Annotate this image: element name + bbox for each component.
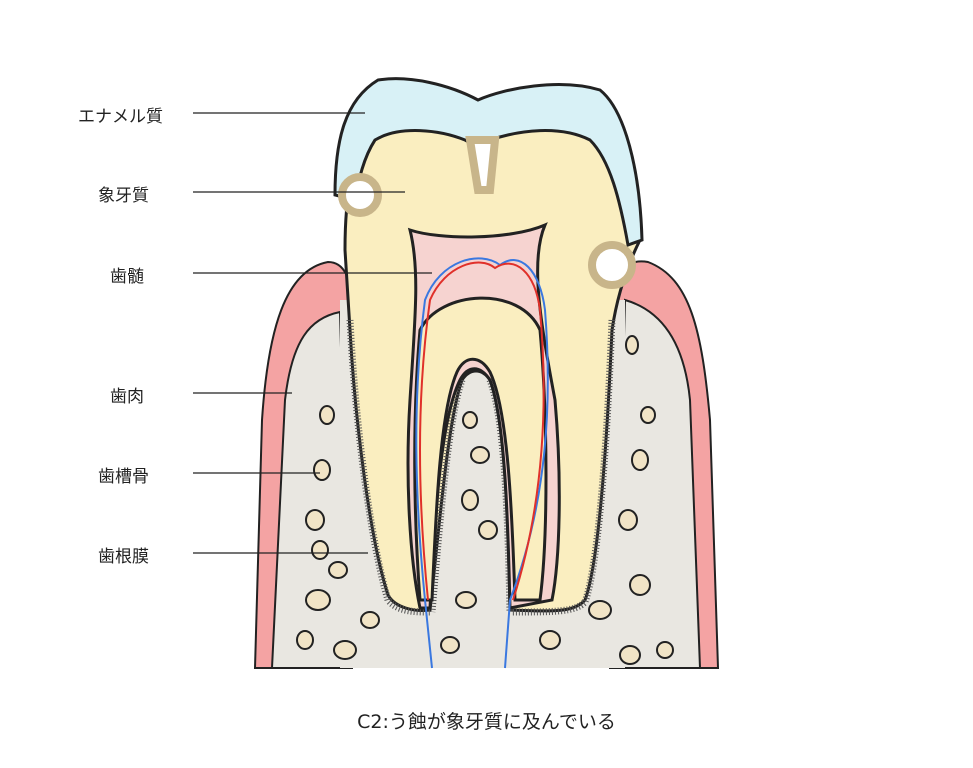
caption: C2:う蝕が象牙質に及んでいる [357, 711, 616, 733]
label-gingiva: 歯肉 [110, 387, 144, 407]
bone-left [270, 310, 352, 669]
periodontal-ligament [346, 319, 616, 616]
dentin-inner [413, 296, 548, 602]
label-alveolar-bone: 歯槽骨 [98, 467, 149, 487]
caries-left [338, 173, 382, 217]
label-dentin: 象牙質 [98, 186, 149, 206]
label-periodontal-ligament: 歯根膜 [98, 547, 149, 567]
caries-fissure [465, 136, 500, 194]
enamel [333, 77, 644, 248]
bone-trabeculae [296, 335, 674, 665]
label-pulp: 歯髄 [110, 267, 144, 287]
leader-lines [193, 112, 432, 554]
vessels-artery [419, 261, 545, 601]
label-enamel: エナメル質 [78, 107, 163, 127]
caries-right [588, 241, 636, 289]
